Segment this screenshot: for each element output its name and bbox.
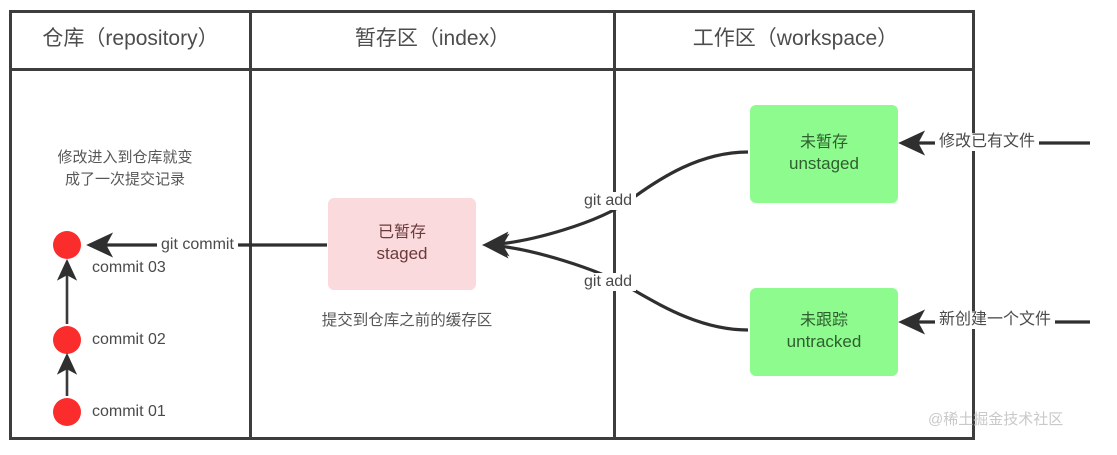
untracked-box: 未跟踪 untracked: [750, 288, 898, 376]
commit-node-02: [53, 326, 81, 354]
staged-label-en: staged: [376, 244, 428, 264]
index-note: 提交到仓库之前的缓存区: [321, 312, 493, 329]
commit-node-03: [53, 231, 81, 259]
repository-note: 修改进入到仓库就变 成了一次提交记录: [57, 149, 193, 188]
staged-label-cn: 已暂存: [377, 224, 426, 242]
commit-label-01: commit 01: [92, 403, 166, 420]
untracked-label-en: untracked: [786, 332, 862, 352]
column-divider-index-workspace: [613, 10, 616, 440]
untracked-label-cn: 未跟踪: [799, 312, 848, 330]
column-header-workspace: 工作区（workspace）: [692, 27, 899, 50]
edge-label-git-add-bottom: git add: [580, 273, 637, 291]
column-header-repository: 仓库（repository）: [42, 27, 219, 50]
edge-label-modify-existing-file: 修改已有文件: [935, 133, 1040, 151]
unstaged-label-cn: 未暂存: [799, 134, 848, 152]
column-divider-repository-index: [249, 10, 252, 440]
diagram-outer-border: [9, 10, 975, 440]
edge-label-git-commit: git commit: [157, 236, 238, 254]
staged-box: 已暂存 staged: [328, 198, 476, 290]
edge-label-git-add-top: git add: [580, 192, 637, 210]
commit-label-03: commit 03: [92, 259, 166, 276]
commit-label-02: commit 02: [92, 331, 166, 348]
column-header-index: 暂存区（index）: [354, 27, 511, 50]
header-separator-line: [9, 68, 975, 71]
unstaged-box: 未暂存 unstaged: [750, 105, 898, 203]
commit-node-01: [53, 398, 81, 426]
unstaged-label-en: unstaged: [789, 154, 859, 174]
edge-label-create-new-file: 新创建一个文件: [935, 311, 1056, 329]
watermark: @稀土掘金技术社区: [928, 411, 1064, 428]
